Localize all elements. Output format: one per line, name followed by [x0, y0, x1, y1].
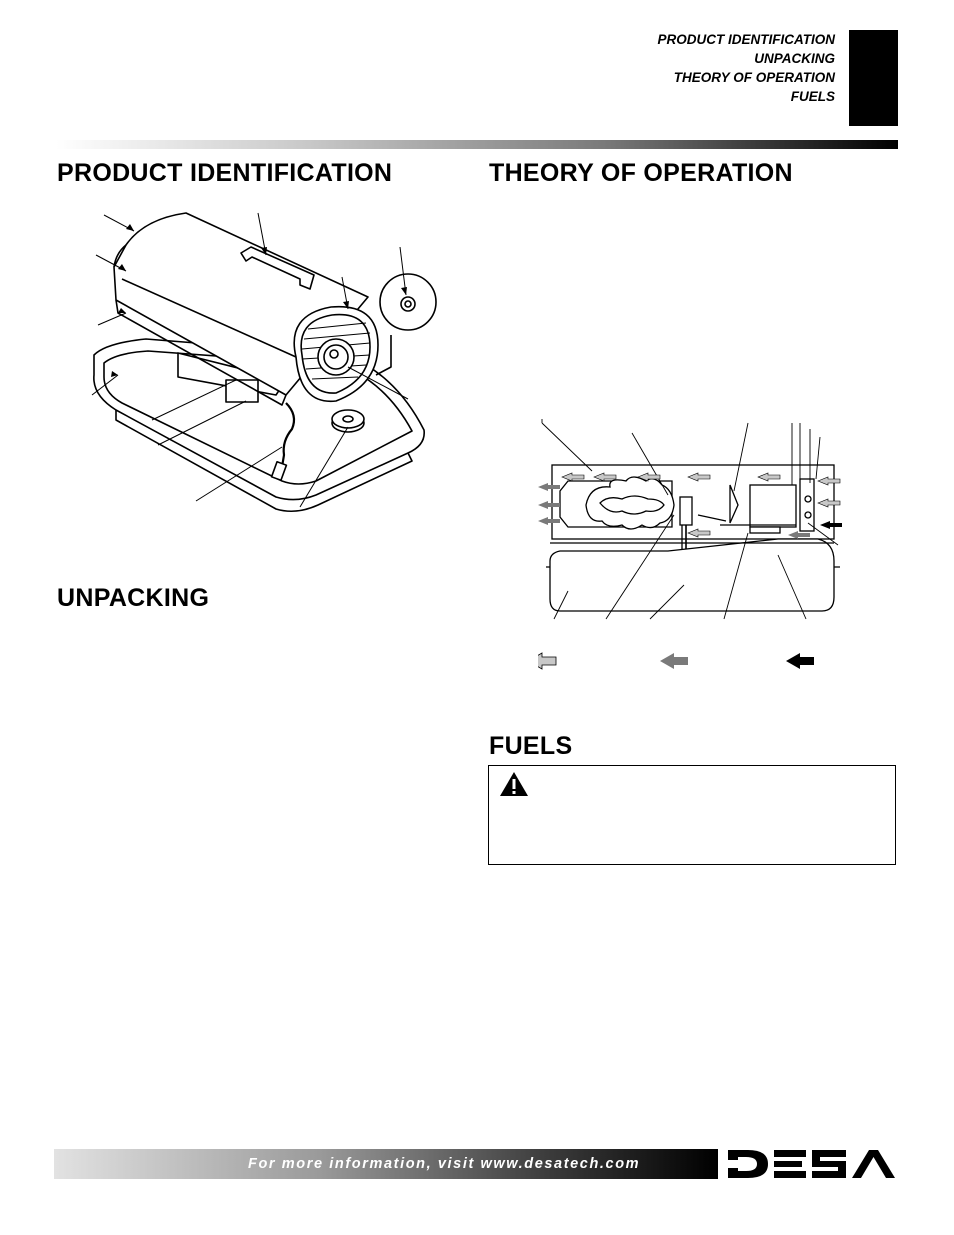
heading-unpacking: UNPACKING	[57, 584, 210, 612]
theory-of-operation-diagram	[538, 419, 842, 670]
header-rule	[56, 140, 898, 149]
legend-arrow-dark	[786, 653, 814, 669]
warning-triangle-icon	[500, 772, 528, 796]
fuels-warning-box	[488, 765, 896, 865]
desa-logo	[724, 1150, 895, 1178]
header-nav-item: UNPACKING	[754, 51, 835, 66]
heading-fuels: FUELS	[489, 732, 573, 760]
section-tab-marker	[849, 30, 898, 126]
header-nav-item: FUELS	[790, 89, 835, 104]
footer-bar	[54, 1149, 718, 1179]
footer-website-text: For more information, visit www.desatech…	[248, 1156, 641, 1172]
legend-arrow-light	[538, 652, 557, 670]
heading-product-identification: PRODUCT IDENTIFICATION	[57, 159, 393, 187]
header-nav-item: PRODUCT IDENTIFICATION	[657, 32, 836, 47]
heading-theory-of-operation: THEORY OF OPERATION	[489, 159, 793, 187]
header-nav: PRODUCT IDENTIFICATION UNPACKING THEORY …	[658, 30, 836, 106]
heater-product-diagram	[91, 212, 437, 513]
legend-arrow-mid	[660, 653, 688, 669]
header-nav-item: THEORY OF OPERATION	[673, 70, 835, 85]
